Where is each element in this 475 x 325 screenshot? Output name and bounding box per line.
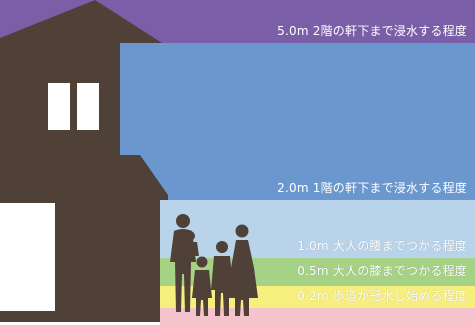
house-icon xyxy=(0,0,168,322)
level-label-0-5m: 0.5m 大人の膝までつかる程度 xyxy=(297,264,467,278)
family-silhouette-icon xyxy=(170,214,258,316)
level-label-2-0m: 2.0m 1階の軒下まで浸水する程度 xyxy=(277,181,467,195)
band-level-1-0m xyxy=(160,200,475,258)
band-level-2-0m xyxy=(120,43,475,200)
level-label-1-0m: 1.0m 大人の腰までつかる程度 xyxy=(297,239,467,253)
level-label-5-0m: 5.0m 2階の軒下まで浸水する程度 xyxy=(277,24,467,38)
level-label-0-2m: 0.2m 歩道が冠水し始める程度 xyxy=(297,289,467,303)
